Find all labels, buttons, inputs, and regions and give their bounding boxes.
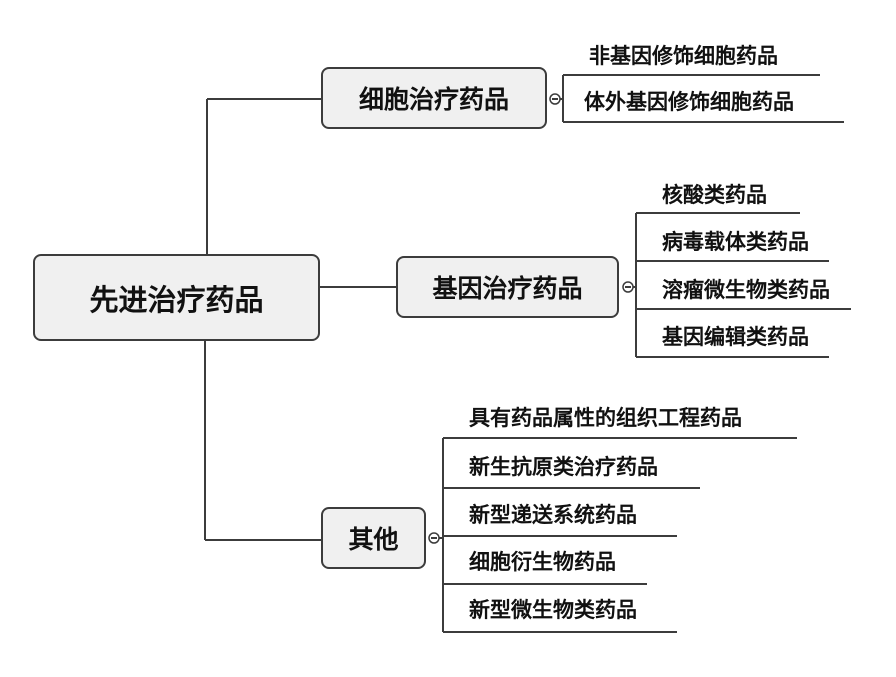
leaf-item: 新型递送系统药品 bbox=[469, 503, 637, 527]
branch-node-other: 其他 bbox=[321, 507, 426, 569]
root-label: 先进治疗药品 bbox=[89, 282, 264, 317]
root-node: 先进治疗药品 bbox=[33, 254, 320, 341]
branch-node-gene-therapy: 基因治疗药品 bbox=[396, 256, 619, 318]
branch-label: 其他 bbox=[348, 525, 399, 554]
branch-label: 细胞治疗药品 bbox=[358, 85, 509, 114]
leaf-item: 新型微生物类药品 bbox=[469, 598, 637, 622]
leaf-item: 溶瘤微生物类药品 bbox=[662, 278, 830, 302]
leaf-item: 新生抗原类治疗药品 bbox=[469, 455, 658, 479]
leaf-item: 体外基因修饰细胞药品 bbox=[584, 90, 794, 114]
leaf-item: 非基因修饰细胞药品 bbox=[589, 44, 778, 68]
leaf-item: 基因编辑类药品 bbox=[662, 325, 809, 349]
leaf-item: 核酸类药品 bbox=[662, 183, 767, 207]
leaf-item: 病毒载体类药品 bbox=[662, 230, 809, 254]
branch-node-cell-therapy: 细胞治疗药品 bbox=[321, 67, 547, 129]
leaf-item: 细胞衍生物药品 bbox=[469, 550, 616, 574]
leaf-item: 具有药品属性的组织工程药品 bbox=[469, 406, 742, 430]
branch-label: 基因治疗药品 bbox=[432, 274, 583, 303]
